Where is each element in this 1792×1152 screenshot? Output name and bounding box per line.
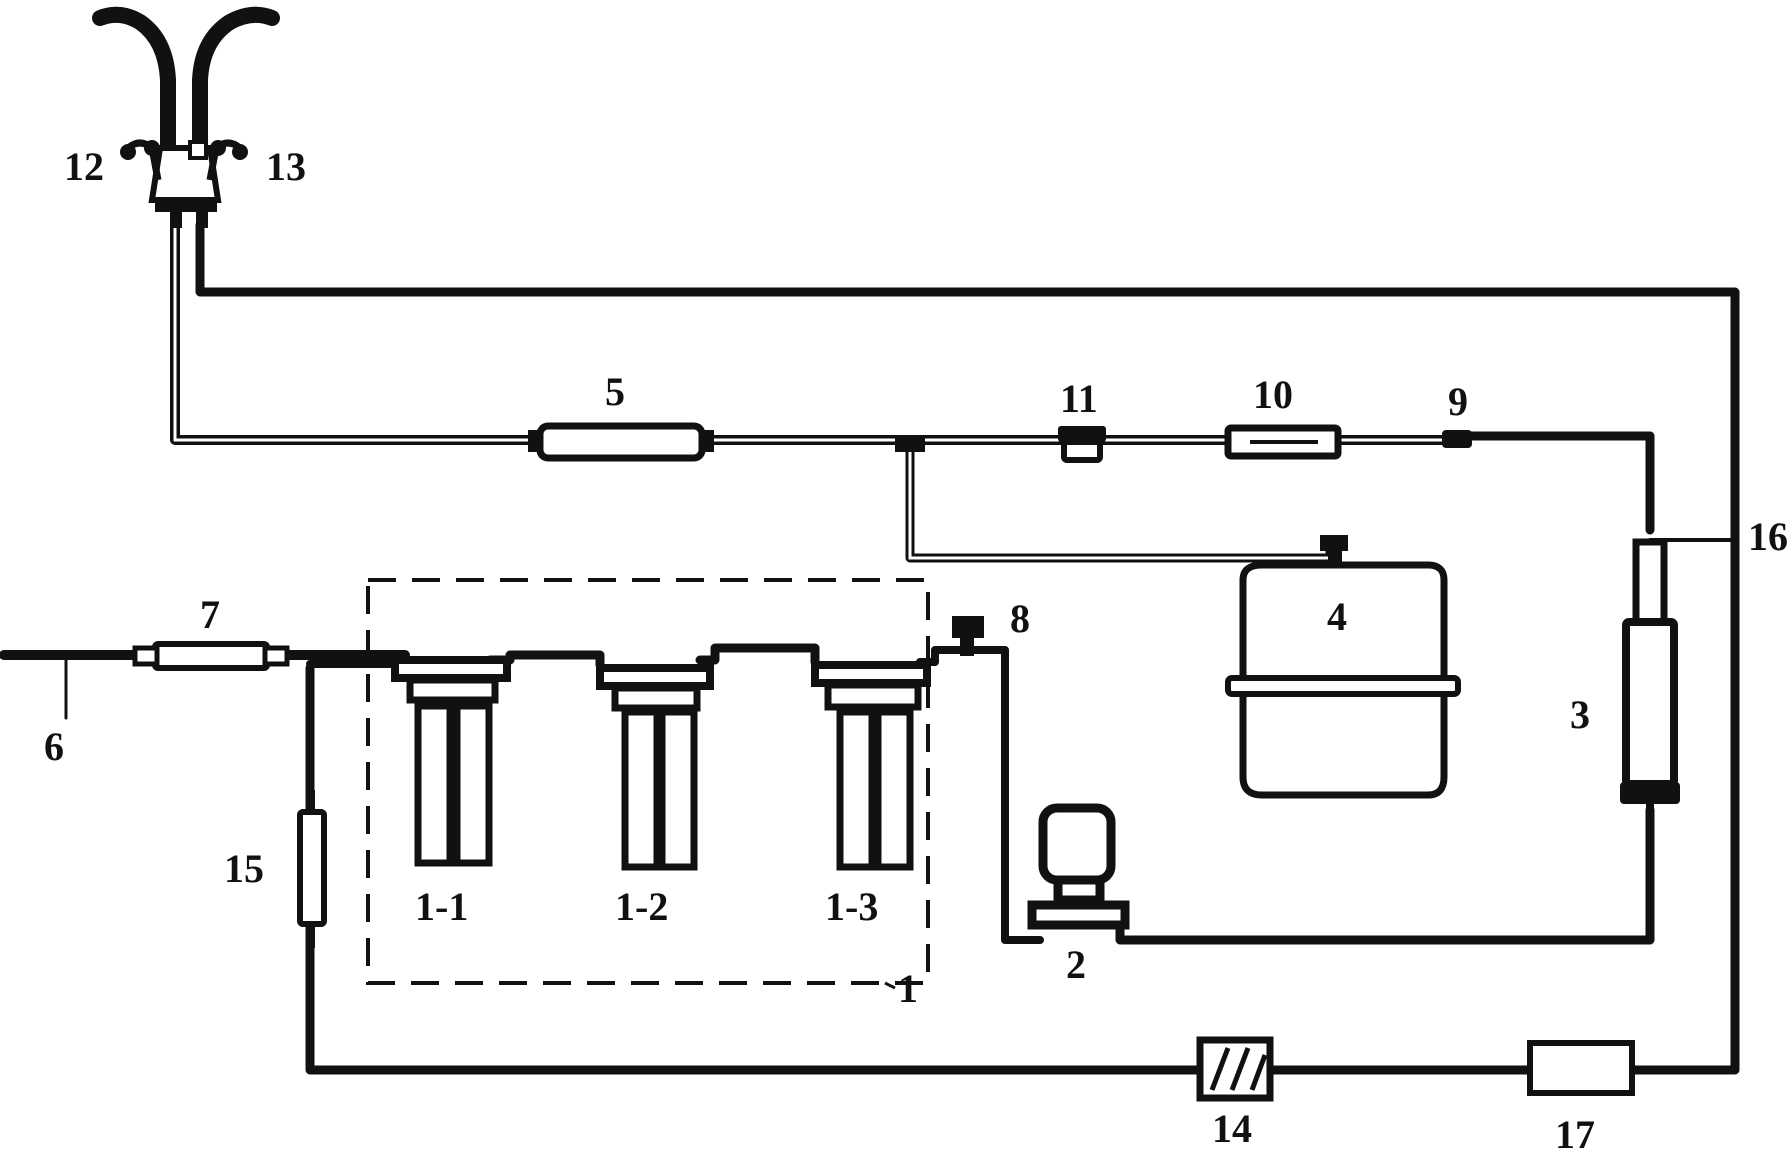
prefilter-pipe-2 xyxy=(695,643,820,667)
faucet xyxy=(92,6,280,228)
label-1-2: 1-2 xyxy=(615,884,668,929)
label-6: 6 xyxy=(44,724,64,769)
label-5: 5 xyxy=(605,369,625,414)
label-17: 17 xyxy=(1555,1112,1595,1152)
label-1-1: 1-1 xyxy=(415,884,468,929)
label-2: 2 xyxy=(1066,942,1086,987)
filter-group-box xyxy=(366,578,930,985)
label-9: 9 xyxy=(1448,379,1468,424)
label-1: 1 xyxy=(898,966,918,1011)
label-1-3: 1-3 xyxy=(825,884,878,929)
component-17 xyxy=(1527,1040,1635,1096)
label-11: 11 xyxy=(1060,376,1098,421)
component-15 xyxy=(297,790,327,948)
label-7: 7 xyxy=(200,592,220,637)
pressure-tank xyxy=(1225,535,1461,799)
label-13: 13 xyxy=(266,144,306,189)
label-8: 8 xyxy=(1010,596,1030,641)
filter-1-1 xyxy=(391,656,511,867)
component-14 xyxy=(1196,1036,1274,1102)
inlet-valve xyxy=(132,641,290,671)
ro-membrane xyxy=(1620,538,1680,820)
product-pipe-inner xyxy=(173,225,1466,442)
prefilter-outlet-pipe xyxy=(916,646,1044,944)
drain-pipe xyxy=(195,220,1740,1075)
booster-pump xyxy=(1027,803,1130,930)
valve-11 xyxy=(1058,426,1106,463)
pressure-switch xyxy=(952,616,984,656)
label-3: 3 xyxy=(1570,692,1590,737)
flow-restrictor xyxy=(1224,424,1342,460)
membrane-outlet-pipe xyxy=(1461,431,1655,535)
label-10: 10 xyxy=(1253,372,1293,417)
label-16: 16 xyxy=(1748,514,1788,559)
filter-1-2 xyxy=(596,664,714,871)
filter-group-lead xyxy=(884,981,896,990)
labels: 12 13 5 11 10 9 16 4 8 7 6 3 15 1-1 1-2 … xyxy=(44,144,1788,1152)
filter-1-3 xyxy=(811,661,931,871)
label-4: 4 xyxy=(1327,594,1347,639)
pump-to-membrane-pipe xyxy=(1115,805,1655,945)
label-14: 14 xyxy=(1212,1106,1252,1151)
branch-tee xyxy=(895,436,925,452)
check-valve xyxy=(1442,430,1472,448)
tank-branch-inner xyxy=(908,446,1330,560)
label-12: 12 xyxy=(64,144,104,189)
label-15: 15 xyxy=(224,846,264,891)
post-filter xyxy=(528,422,714,462)
